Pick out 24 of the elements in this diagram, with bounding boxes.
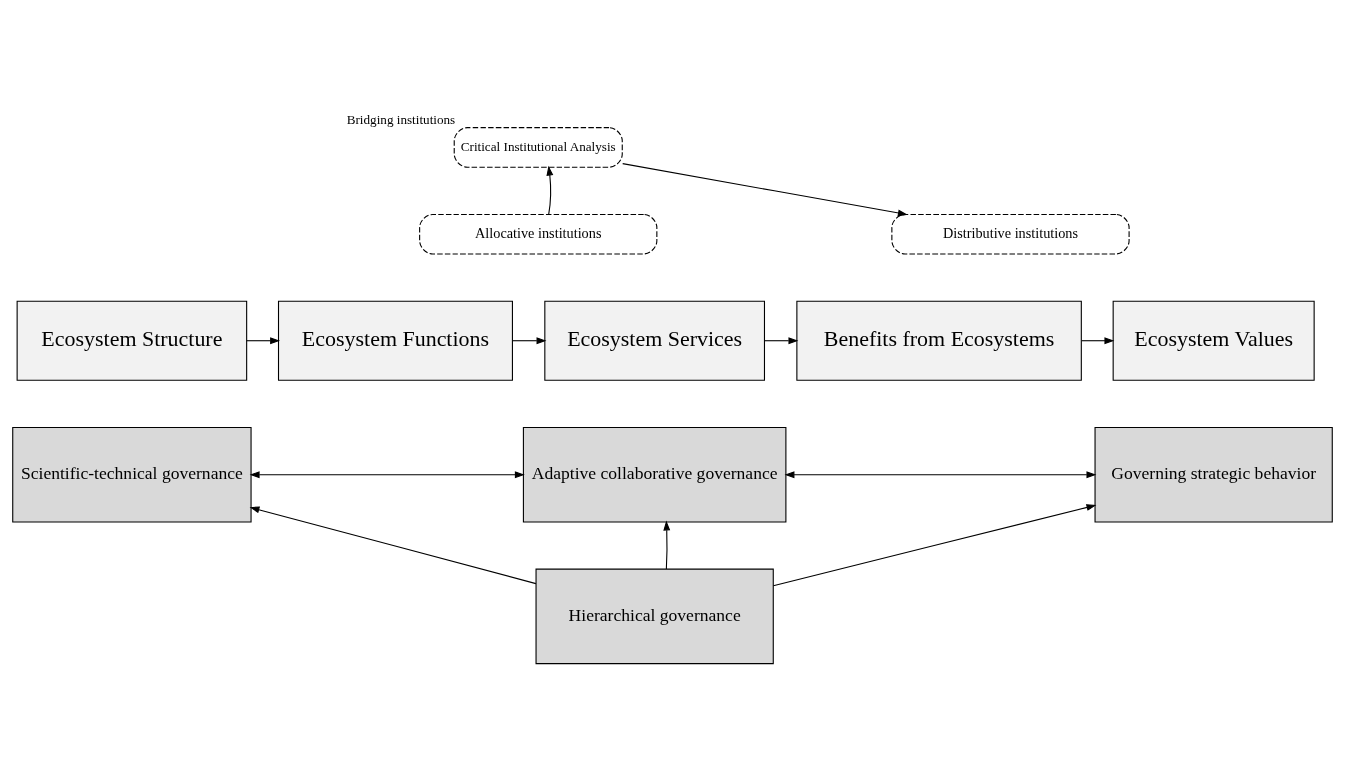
- arrow: [246, 336, 281, 344]
- node-box: Distributive institutions: [891, 213, 1130, 254]
- node-box: Benefits from Ecosystems: [796, 300, 1082, 381]
- arrow: [784, 470, 1097, 478]
- node-box: Scientific-technical governance: [12, 426, 252, 522]
- node-box: Hierarchical governance: [535, 568, 774, 664]
- arrow: [772, 503, 1097, 586]
- arrow: [622, 162, 908, 216]
- node-box: Allocative institutions: [419, 213, 658, 254]
- arrow: [512, 336, 547, 344]
- arrow: [1081, 336, 1115, 344]
- node-box: Adaptive collaborative governance: [522, 426, 787, 522]
- arrow: [663, 520, 671, 570]
- node-box: Critical Institutional Analysis: [453, 126, 623, 168]
- node-box: Governing strategic behavior: [1094, 426, 1333, 522]
- node-label: Bridging institutions: [346, 111, 456, 127]
- arrow: [249, 470, 525, 478]
- node-box: Ecosystem Functions: [277, 300, 513, 381]
- node-box: Ecosystem Values: [1112, 300, 1315, 381]
- node-box: Ecosystem Services: [544, 300, 766, 381]
- arrow: [764, 336, 799, 344]
- node-box: Ecosystem Structure: [16, 300, 248, 381]
- arrow: [249, 505, 537, 584]
- arrow: [546, 165, 554, 215]
